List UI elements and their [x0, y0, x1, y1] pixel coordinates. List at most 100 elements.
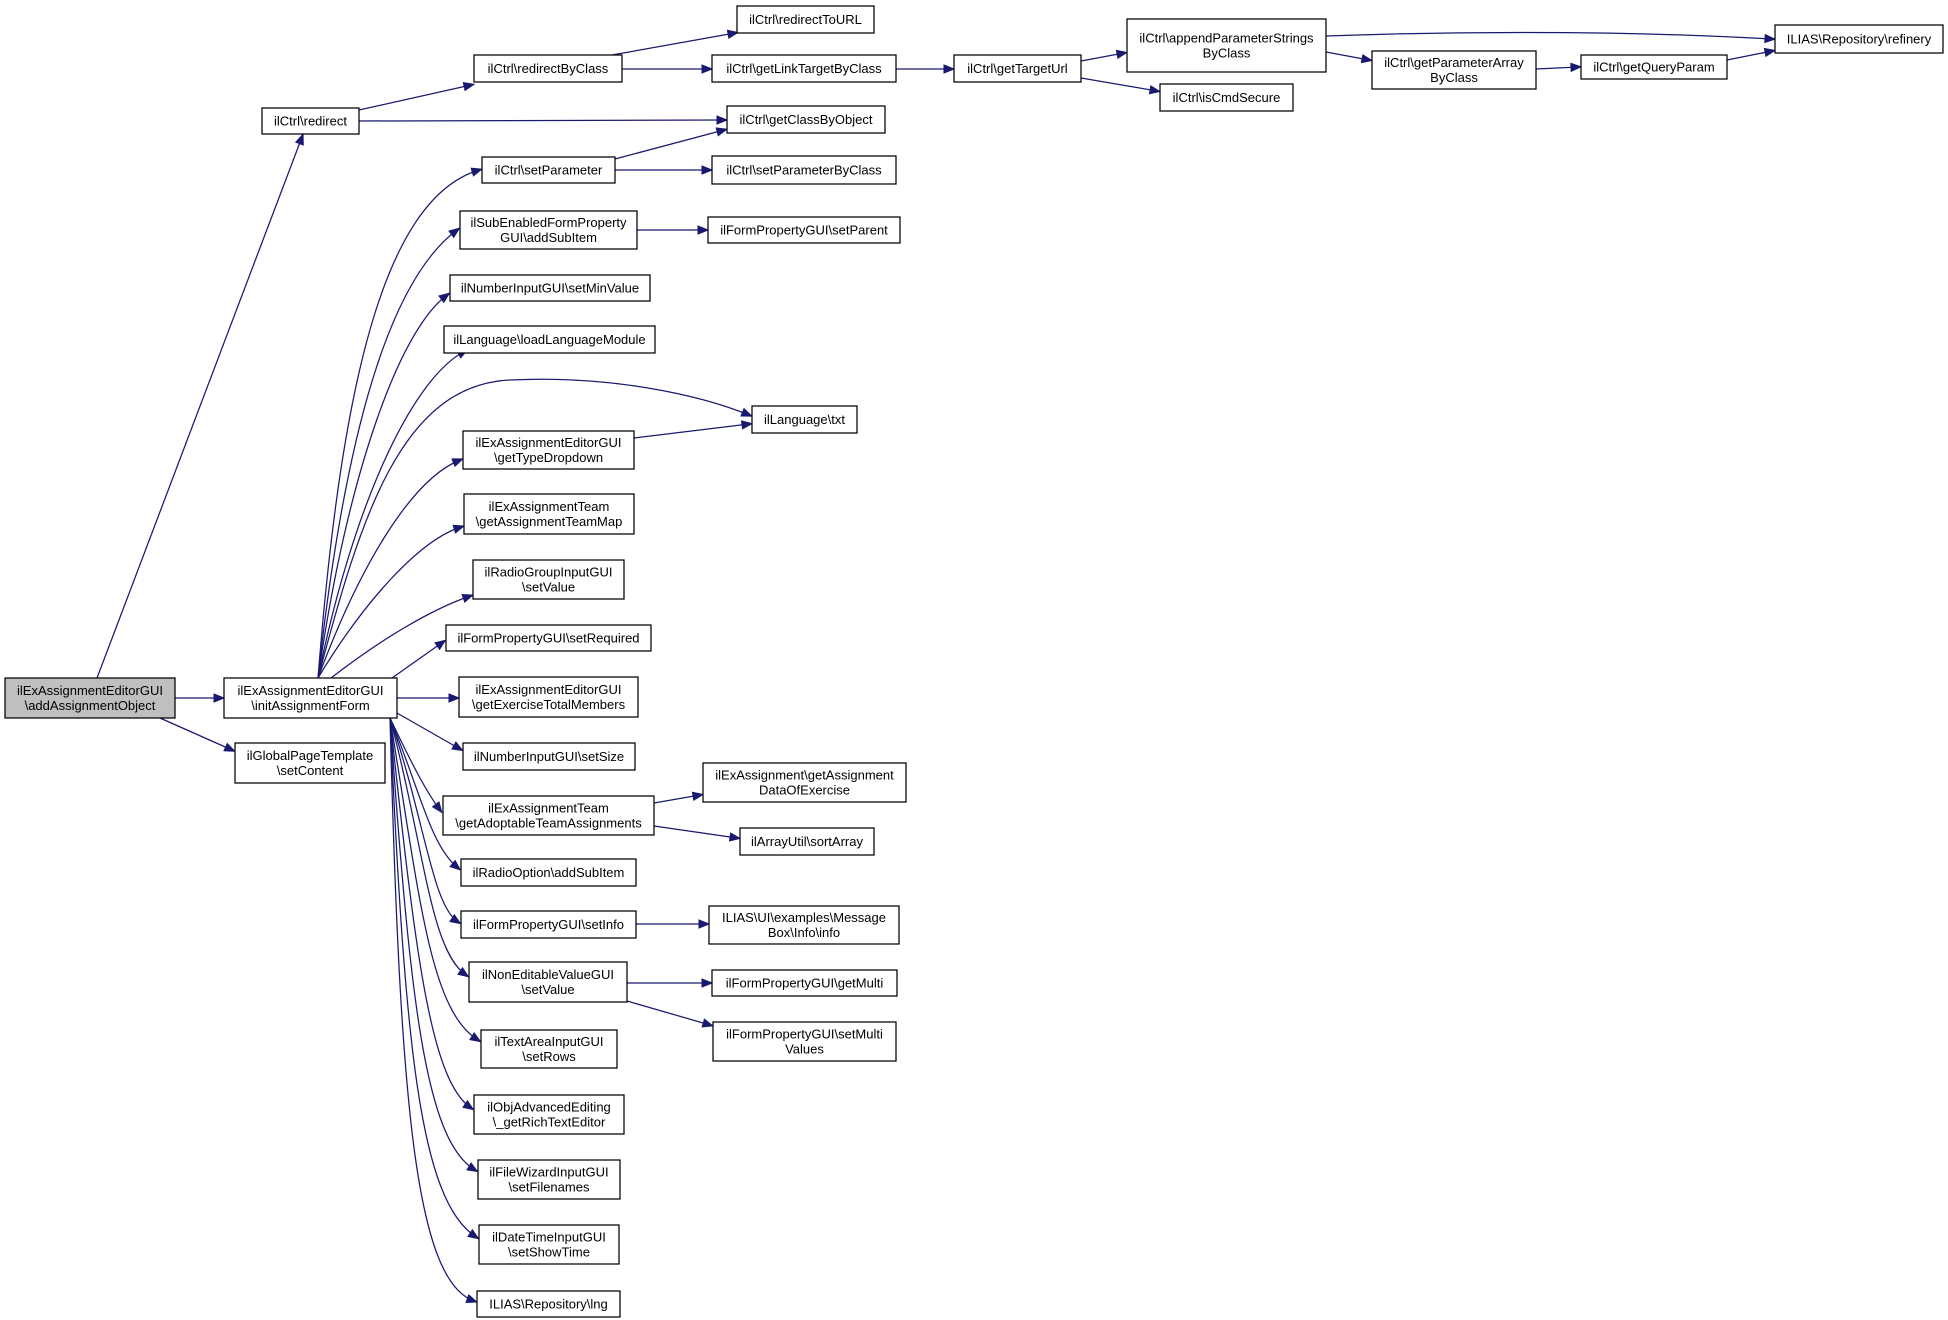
edge-getLinkTargetByClass-to-getTargetUrl	[896, 64, 956, 74]
node-setParameterByClass[interactable]: ilCtrl\setParameterByClass	[711, 155, 897, 185]
node-label: \addAssignmentObject	[25, 698, 156, 713]
node-setSize[interactable]: ilNumberInputGUI\setSize	[462, 742, 636, 771]
node-setParent[interactable]: ilFormPropertyGUI\setParent	[707, 216, 901, 244]
node-getQueryParam[interactable]: ilCtrl\getQueryParam	[1580, 54, 1728, 80]
edge-line	[611, 32, 736, 56]
edge-appendParam-to-getParamArray	[1325, 51, 1374, 64]
node-box	[462, 742, 636, 771]
node-getLinkTargetByClass[interactable]: ilCtrl\getLinkTargetByClass	[711, 54, 897, 83]
node-box	[449, 274, 651, 302]
node-label: ilExAssignmentEditorGUI	[238, 683, 384, 698]
arrowhead	[701, 64, 714, 74]
arrowhead	[466, 1162, 479, 1173]
node-getMulti[interactable]: ilFormPropertyGUI\getMulti	[711, 969, 898, 997]
node-getAssignData[interactable]: ilExAssignment\getAssignmentDataOfExerci…	[702, 762, 907, 803]
edge-line	[626, 1000, 711, 1026]
arrowhead	[462, 82, 476, 92]
node-setRows[interactable]: ilTextAreaInputGUI\setRows	[480, 1029, 618, 1069]
node-nonEditSetValue[interactable]: ilNonEditableValueGUI\setValue	[468, 961, 628, 1003]
node-sortArray[interactable]: ilArrayUtil\sortArray	[739, 827, 875, 856]
node-redirectToURL[interactable]: ilCtrl\redirectToURL	[736, 5, 875, 34]
edge-initForm-to-setRows	[389, 717, 482, 1043]
edge-line	[317, 350, 466, 679]
node-label: ilDateTimeInputGUI	[492, 1230, 606, 1245]
arrowhead	[448, 693, 461, 703]
node-label: ilCtrl\getParameterArray	[1384, 55, 1524, 70]
arrowhead	[715, 127, 729, 137]
edge-layer	[96, 29, 1777, 1303]
node-box	[711, 155, 897, 185]
edge-line	[159, 717, 233, 751]
node-getClassByObject[interactable]: ilCtrl\getClassByObject	[726, 105, 886, 134]
node-isCmdSecure[interactable]: ilCtrl\isCmdSecure	[1159, 83, 1294, 112]
arrowhead	[462, 1099, 475, 1111]
node-refinery[interactable]: ILIAS\Repository\refinery	[1774, 24, 1944, 54]
node-root[interactable]: ilExAssignmentEditorGUI\addAssignmentObj…	[4, 677, 176, 719]
node-box	[1774, 24, 1944, 54]
edge-line	[396, 712, 461, 750]
node-label: \_getRichTextEditor	[493, 1115, 606, 1130]
node-box	[736, 5, 875, 34]
edge-getTargetUrl-to-isCmdSecure	[1080, 77, 1162, 95]
arrowhead	[294, 132, 304, 146]
node-setContent[interactable]: ilGlobalPageTemplate\setContent	[234, 742, 386, 784]
edge-line	[1726, 50, 1773, 61]
node-setParameter[interactable]: ilCtrl\setParameter	[481, 156, 616, 184]
node-getTargetUrl[interactable]: ilCtrl\getTargetUrl	[953, 54, 1082, 83]
node-getTotalMembers[interactable]: ilExAssignmentEditorGUI\getExerciseTotal…	[458, 676, 639, 718]
arrowhead	[701, 165, 714, 175]
node-redirect[interactable]: ilCtrl\redirect	[261, 107, 360, 135]
node-radioOptAddSub[interactable]: ilRadioOption\addSubItem	[460, 858, 637, 887]
node-label: ByClass	[1203, 46, 1251, 61]
node-label: ilCtrl\appendParameterStrings	[1139, 31, 1314, 46]
node-box	[1126, 18, 1327, 73]
arrowhead	[1763, 47, 1777, 58]
node-setInfo[interactable]: ilFormPropertyGUI\setInfo	[460, 910, 637, 939]
node-getAdoptable[interactable]: ilExAssignmentTeam\getAdoptableTeamAssig…	[442, 795, 655, 836]
arrowhead	[726, 29, 740, 39]
node-box	[442, 795, 655, 836]
edge-line	[391, 641, 444, 679]
node-box	[462, 430, 635, 470]
node-lng[interactable]: ILIAS\Repository\lng	[476, 1290, 621, 1318]
edge-line	[358, 119, 725, 122]
node-box	[460, 858, 637, 887]
edge-initForm-to-setRequired	[391, 639, 447, 679]
node-label: GUI\addSubItem	[500, 230, 597, 245]
node-label: ilRadioGroupInputGUI	[485, 565, 613, 580]
node-getTypeDropdown[interactable]: ilExAssignmentEditorGUI\getTypeDropdown	[462, 430, 635, 470]
node-getTeamMap[interactable]: ilExAssignmentTeam\getAssignmentTeamMap	[463, 493, 635, 535]
node-setMinValue[interactable]: ilNumberInputGUI\setMinValue	[449, 274, 651, 302]
edge-nonEditSetValue-to-getMulti	[627, 978, 714, 988]
node-loadLangModule[interactable]: ilLanguage\loadLanguageModule	[443, 325, 656, 354]
node-redirectByClass[interactable]: ilCtrl\redirectByClass	[473, 54, 623, 83]
edge-initForm-to-subEnabledAddSub	[317, 227, 461, 679]
node-label: ilExAssignmentEditorGUI	[17, 683, 163, 698]
node-radioSetValue[interactable]: ilRadioGroupInputGUI\setValue	[472, 559, 625, 600]
node-box	[1159, 83, 1294, 112]
node-setRequired[interactable]: ilFormPropertyGUI\setRequired	[445, 624, 652, 652]
arrowhead	[697, 225, 710, 235]
node-setFilenames[interactable]: ilFileWizardInputGUI\setFilenames	[477, 1159, 621, 1200]
node-label: \getTypeDropdown	[494, 450, 603, 465]
edge-initForm-to-getTeamMap	[317, 524, 466, 679]
node-initForm[interactable]: ilExAssignmentEditorGUI\initAssignmentFo…	[223, 677, 398, 719]
edge-setParameter-to-getClassByObject	[614, 127, 729, 160]
edge-initForm-to-setShowTime	[389, 717, 480, 1240]
node-richText[interactable]: ilObjAdvancedEditing\_getRichTextEditor	[473, 1094, 625, 1135]
edge-initForm-to-getTotalMembers	[397, 693, 461, 703]
node-label: ilCtrl\getTargetUrl	[967, 61, 1068, 76]
edge-initForm-to-txt	[317, 378, 754, 679]
node-txt[interactable]: ilLanguage\txt	[751, 405, 858, 434]
edge-subEnabledAddSub-to-setParent	[637, 225, 710, 235]
node-label: ilFormPropertyGUI\setMulti	[726, 1027, 883, 1042]
node-setShowTime[interactable]: ilDateTimeInputGUI\setShowTime	[478, 1224, 620, 1265]
node-box	[702, 762, 907, 803]
arrowhead	[213, 693, 226, 703]
